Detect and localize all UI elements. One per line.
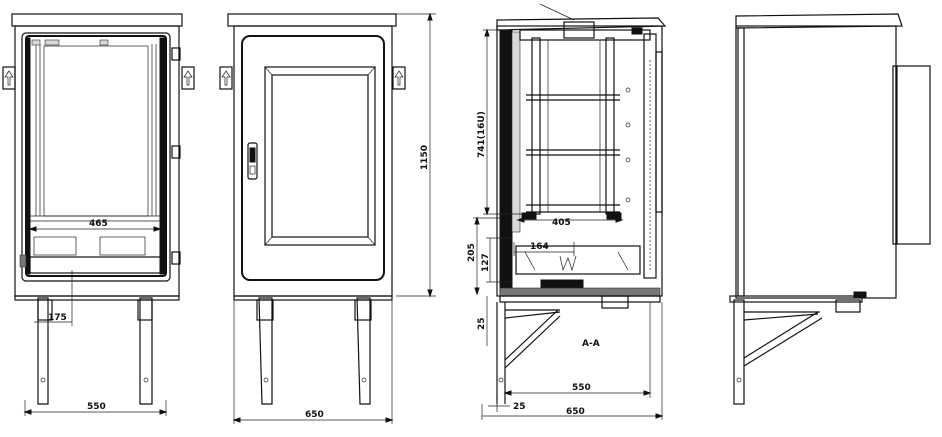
dim-inner-width-465: 465	[89, 219, 108, 229]
dim-base-offset-175: 175	[48, 313, 67, 323]
dim-overall-width-550: 550	[87, 402, 106, 412]
front-closed-view: 1150 650	[219, 12, 436, 424]
section-wall-bracket	[496, 295, 629, 404]
dim-height-1150: 1150	[420, 145, 430, 170]
right-lifting-handle	[181, 66, 195, 90]
side-wall-bracket	[733, 299, 861, 405]
dim-base-height-25: 25	[477, 317, 487, 330]
section-rack-frame	[521, 37, 622, 220]
dim-bracket-width-550: 550	[572, 383, 591, 393]
section-aa-view: A-A 741(16U) 405 205 127 164 25	[467, 3, 667, 420]
front-closed-legs	[256, 297, 372, 405]
dim-rack-height-741-16u: 741(16U)	[477, 111, 487, 158]
dim-lower-height-205: 205	[467, 243, 477, 262]
left-lifting-handle	[2, 66, 16, 90]
dim-tray-width-164: 164	[530, 242, 549, 252]
door-handle-icon	[247, 142, 258, 180]
front-open-rack-rails	[30, 44, 160, 222]
section-label-aa: A-A	[582, 339, 600, 349]
side-view	[729, 13, 931, 405]
front-open-legs	[37, 297, 153, 405]
dim-wall-offset-25: 25	[513, 402, 526, 412]
dim-overall-depth-650: 650	[566, 407, 585, 417]
dim-rack-width-405: 405	[552, 218, 571, 228]
closed-left-lifting-handle	[219, 66, 233, 90]
dim-lower-inner-127: 127	[481, 253, 491, 272]
front-open-view: 465 175 550	[2, 13, 195, 416]
closed-right-lifting-handle	[392, 66, 406, 90]
dim-width-650: 650	[305, 410, 324, 420]
